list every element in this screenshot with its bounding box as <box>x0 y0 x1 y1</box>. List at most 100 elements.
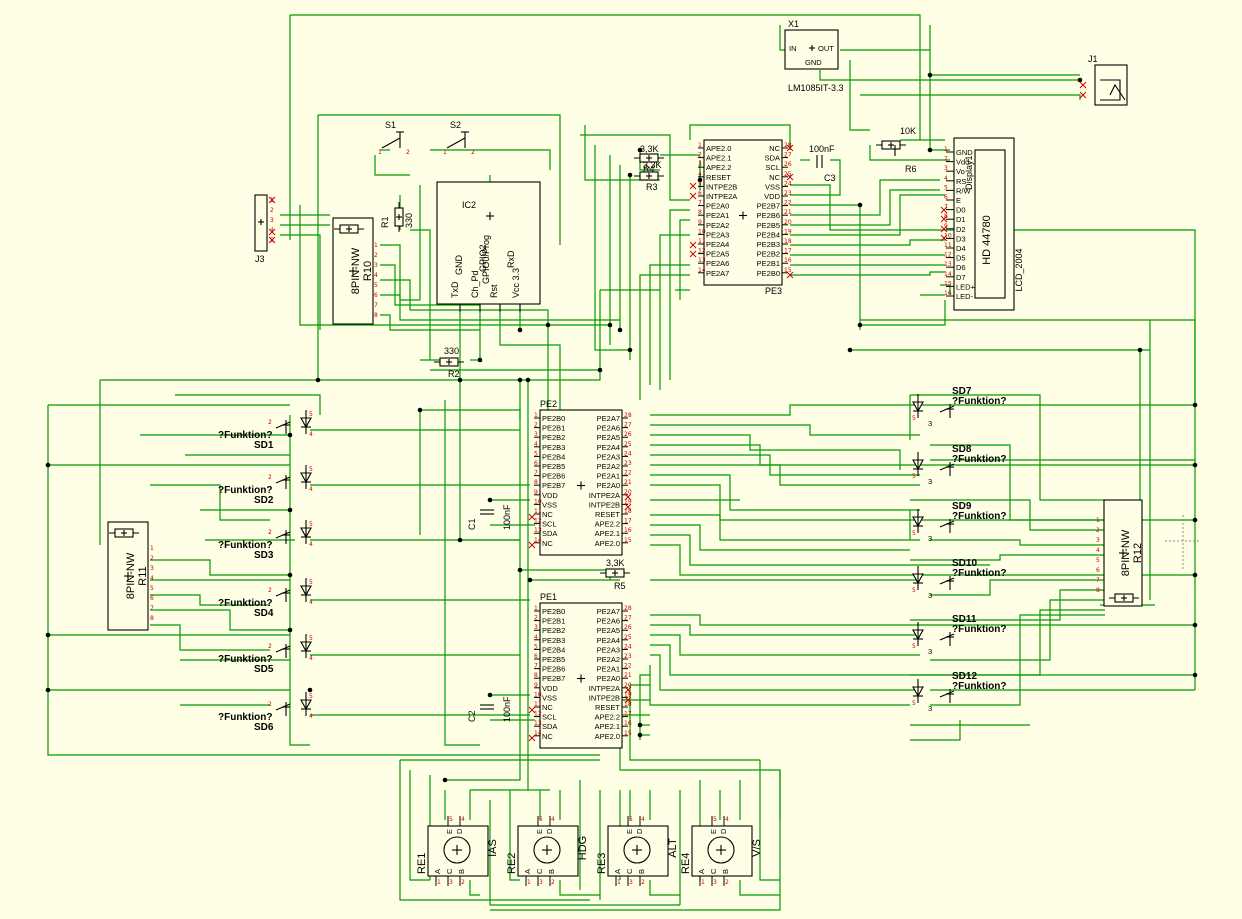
pin-number: 6 <box>150 595 154 602</box>
io-expander-pe3: APE2.01APE2.12APE2.23RESET4INTPE2B5INTPE… <box>698 139 792 296</box>
wire <box>650 654 920 691</box>
wire <box>649 880 680 896</box>
pin-number: 5 <box>912 587 916 594</box>
pin-number: 2 <box>471 149 475 156</box>
no-connect-mark <box>940 206 948 214</box>
pin-number: 5 <box>309 693 313 700</box>
reference-label: C1 <box>467 518 477 530</box>
no-connect-mark <box>624 696 632 704</box>
pin-number: 10 <box>534 691 542 698</box>
no-connect-mark <box>1079 81 1087 89</box>
pin-number: 4 <box>309 486 313 493</box>
junction-dot <box>637 732 643 738</box>
junction-dot <box>607 322 613 328</box>
junction-dot <box>487 692 493 698</box>
pin-number: 1 <box>527 879 531 886</box>
pin-number: 5 <box>698 180 702 187</box>
pin-label: APE2.1 <box>595 529 620 538</box>
pin-number: 3 <box>1096 537 1100 544</box>
pin-number: 25 <box>624 441 632 448</box>
wire <box>759 760 780 881</box>
pin-label: LED- <box>956 292 974 301</box>
reference-label: RE2 <box>506 853 518 874</box>
wire <box>650 644 1195 676</box>
wire <box>790 184 1196 405</box>
pin-number: 11 <box>534 701 542 708</box>
pin-label: APE2.0 <box>595 539 620 548</box>
pin-number: 4 <box>725 816 729 823</box>
pin-number: 6 <box>534 653 538 660</box>
pin-number: 4 <box>1096 547 1100 554</box>
pin-label: PE2B6 <box>757 211 780 220</box>
wire <box>930 579 1105 596</box>
pin-number: 5 <box>150 585 154 592</box>
pin-number: 1 <box>374 242 378 249</box>
resistor-r11-bar <box>109 528 139 538</box>
wire <box>790 159 841 196</box>
wire <box>930 444 1105 521</box>
pin-number: 12 <box>534 518 542 525</box>
no-connect-mark <box>689 182 697 190</box>
reference-label: Display1 <box>964 155 974 190</box>
wire <box>584 125 660 181</box>
pin-number: 10 <box>534 498 542 505</box>
jack-contact <box>1109 83 1126 101</box>
pin-number: 21 <box>784 209 792 216</box>
value-label: 3,3K <box>643 160 662 170</box>
no-connect-mark <box>1079 91 1087 99</box>
wire <box>910 720 961 741</box>
junction-dot <box>1137 347 1143 353</box>
pin-label: SDA <box>542 722 557 731</box>
pin-number: 5 <box>1096 557 1100 564</box>
pin-number: 27 <box>624 422 632 429</box>
encoder-body <box>607 825 669 877</box>
pin-number: 5 <box>713 816 717 823</box>
reference-label: RE1 <box>416 853 428 874</box>
pin-label: E <box>625 829 634 834</box>
junction-dot <box>597 367 603 373</box>
reference-label: SD10 <box>952 558 977 569</box>
pin-number: 7 <box>534 470 538 477</box>
value-label: 3,3K <box>640 144 659 154</box>
pin-label: D <box>455 828 464 834</box>
pin-number: 26 <box>624 624 632 631</box>
value-label: LM1085IT-3.3 <box>788 83 844 93</box>
junction-dot <box>287 627 293 633</box>
junction-dot <box>857 202 863 208</box>
pin-label: D4 <box>956 244 966 253</box>
pin-label: PE2B2 <box>542 626 565 635</box>
pin-number: 4 <box>461 816 465 823</box>
wire <box>445 380 521 781</box>
pin-label: APE2.1 <box>595 722 620 731</box>
no-connect-mark <box>268 196 276 204</box>
pin-number: 5 <box>309 579 313 586</box>
no-connect-mark <box>689 250 697 258</box>
wire <box>650 524 910 551</box>
pin-label: NC <box>769 144 780 153</box>
pin-number: 3 <box>150 565 154 572</box>
pin-label: PE2A5 <box>597 626 620 635</box>
pin-number: 21 <box>624 672 632 679</box>
pin-number: 13 <box>944 261 952 268</box>
pin-label: PE2A3 <box>706 230 729 239</box>
reference-label: SD11 <box>952 614 977 625</box>
pin-label: PE2A3 <box>597 645 620 654</box>
pin-number: 4 <box>309 655 313 662</box>
pin-number: 16 <box>784 257 792 264</box>
pin-label: A <box>433 869 442 874</box>
pin-number: 14 <box>534 537 542 544</box>
wire <box>929 25 950 151</box>
wire <box>650 434 901 470</box>
junction-dot <box>45 462 51 468</box>
wire <box>374 155 410 176</box>
wire <box>150 609 290 631</box>
junction-dot <box>315 377 321 383</box>
reference-label: R2 <box>448 369 460 379</box>
pin-label: Rst <box>489 284 499 298</box>
wire <box>380 244 420 301</box>
pin-label: GPIO2 <box>478 244 488 272</box>
junction-dot <box>527 577 533 583</box>
